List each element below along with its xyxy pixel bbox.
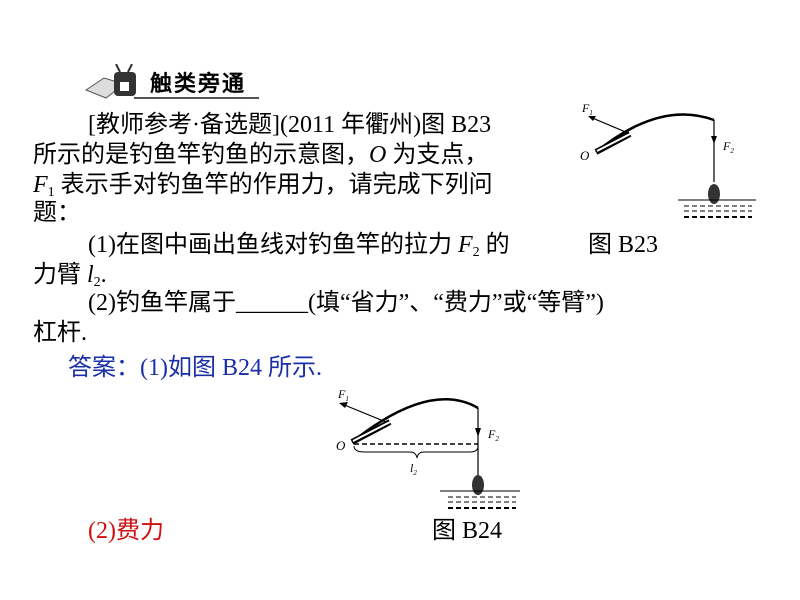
answer-line-2: (2)费力: [88, 518, 164, 544]
question-1: (1)在图中画出鱼线对钓鱼竿的拉力 F2 的: [88, 231, 510, 267]
text: 所示的是钓鱼竿钓鱼的示意图，: [33, 142, 369, 168]
f1-label: F21: [337, 387, 349, 403]
sub: 2: [472, 245, 480, 260]
question-line-1: [教师参考·备选题](2011 年衢州)图 B23: [88, 112, 492, 138]
text: 为支点，: [386, 142, 489, 168]
text: .: [100, 262, 107, 288]
answer-line-1: 答案：(1)如图 B24 所示.: [68, 355, 322, 381]
f2-label: F2: [722, 139, 734, 155]
question-line-4: 题：: [33, 200, 81, 226]
question-line-3: F1 表示手对钓鱼竿的作用力，请完成下列问: [33, 171, 493, 207]
sub: 1: [47, 185, 55, 200]
f2-label: F2: [487, 427, 499, 443]
figure-b24-caption: 图 B24: [432, 518, 503, 544]
figure-b23: F1 F2 O: [580, 101, 756, 218]
l2-label: l2: [410, 461, 417, 477]
o-label: O: [336, 438, 346, 453]
l-label: l: [87, 262, 94, 288]
figure-b23-caption: 图 B23: [588, 232, 659, 258]
text: 力臂: [33, 262, 87, 288]
o-label: O: [580, 148, 590, 163]
text: 的: [479, 232, 510, 258]
figure-b24: F21 F2 O l2: [336, 387, 520, 509]
question-line-2: 所示的是钓鱼竿钓鱼的示意图，O 为支点，: [33, 141, 488, 169]
f-label: F: [33, 172, 48, 198]
f1-label: F1: [581, 101, 593, 117]
o-label: O: [369, 142, 387, 168]
f-label: F: [457, 232, 473, 258]
question-1-cont: 力臂 l2.: [33, 261, 107, 297]
question-2: (2)钓鱼竿属于______(填“省力”、“费力”或“等臂”): [88, 290, 604, 316]
question-2-cont: 杠杆.: [33, 320, 87, 346]
text: 表示手对钓鱼竿的作用力，请完成下列问: [54, 172, 493, 198]
text: (1)在图中画出鱼线对钓鱼竿的拉力: [88, 232, 458, 258]
section-title: 触类旁通: [150, 72, 247, 97]
pen-holder-icon: [84, 64, 259, 99]
sub: 2: [93, 275, 101, 290]
